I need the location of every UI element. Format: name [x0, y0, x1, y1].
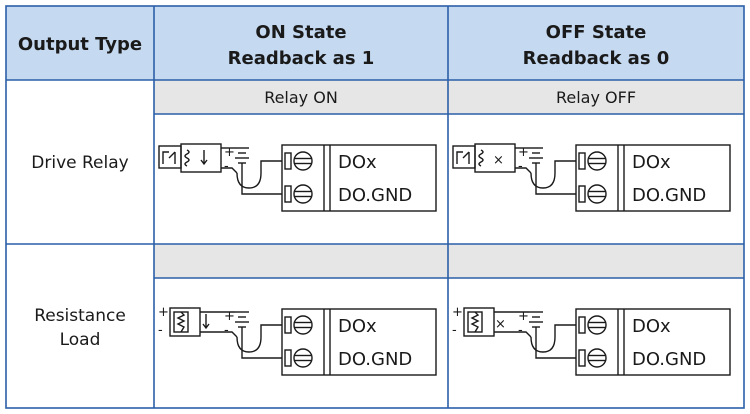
relay-off-diagram-supply-minus: - — [518, 159, 523, 174]
relay-off-diagram-no-current-icon: × — [493, 153, 504, 168]
relay-on-diagram-screw-dox-icon — [293, 151, 313, 171]
relay-off-diagram-screw-dox-slot — [578, 152, 586, 170]
load-off-diagram-terminal-dox-label: DOx — [632, 316, 671, 337]
load-off-diagram-terminal-gnd-label: DO.GND — [632, 349, 706, 370]
relay-on-diagram-wire-dox — [236, 160, 282, 189]
load-off-diagram-load-minus: - — [452, 323, 457, 338]
relay-off-diagram-wire-minus — [515, 167, 532, 174]
load-on-diagram-supply-plus: + — [224, 309, 235, 324]
header-output-type: Output Type — [18, 34, 142, 55]
load-on-diagram-resistor-icon — [176, 311, 186, 333]
header-on-state: ON State — [255, 22, 346, 43]
off-label-bg-row2 — [448, 244, 744, 278]
header-off-readback: Readback as 0 — [523, 48, 670, 69]
load-off-diagram-screw-gnd-icon — [587, 348, 607, 368]
load-off-diagram-screw-dox-slot — [578, 316, 586, 334]
load-on-diagram-wire-gnd — [241, 333, 282, 359]
relay-off-diagram-terminal-block — [575, 144, 731, 212]
load-off-diagram-resistor-icon — [470, 311, 480, 333]
load-on-diagram-screw-dox-icon — [293, 315, 313, 335]
relay-on-diagram-screw-dox-slot — [284, 152, 292, 170]
relay-off-diagram-terminal-gnd-label: DO.GND — [632, 185, 706, 206]
row2-type-label-line1: Resistance — [34, 306, 126, 326]
row1-on-state-label: Relay ON — [264, 88, 338, 107]
table-grid — [5, 5, 745, 409]
load-off-diagram-wire-gnd — [535, 333, 576, 359]
load-on-diagram-wire-minus — [200, 331, 238, 338]
load-on-diagram-screw-dox-slot — [284, 316, 292, 334]
load-on-diagram-terminal-block — [281, 308, 437, 376]
load-off-diagram-load-box — [463, 307, 495, 337]
relay-off-diagram-relay-coil-box — [474, 143, 516, 173]
relay-off-diagram-screw-gnd-slot — [578, 185, 586, 203]
relay-off-diagram-wire-gnd — [535, 169, 576, 195]
on-label-bg-row2 — [154, 244, 448, 278]
load-on-diagram-supply-minus: - — [224, 323, 229, 338]
load-off-diagram-load-plus: + — [452, 305, 463, 320]
relay-off-diagram-relay-coil-icon — [478, 149, 484, 167]
relay-off-diagram-screw-gnd-icon — [587, 184, 607, 204]
load-off-diagram-screw-gnd-slot — [578, 349, 586, 367]
relay-on-diagram-terminal-dox-label: DOx — [338, 152, 377, 173]
relay-off-diagram-wire-dox — [530, 160, 576, 189]
load-on-diagram-load-box — [169, 307, 201, 337]
load-on-diagram-load-plus: + — [158, 305, 169, 320]
relay-on-diagram-relay-coil-icon — [184, 149, 190, 167]
header-row-bg — [6, 6, 744, 80]
relay-on-diagram-current-flow-icon — [200, 150, 208, 166]
relay-on-diagram-supply-minus: - — [224, 159, 229, 174]
load-on-diagram-terminal-dox-label: DOx — [338, 316, 377, 337]
load-on-diagram-screw-gnd-icon — [293, 348, 313, 368]
load-off-diagram-supply-minus: - — [518, 323, 523, 338]
row2-type-label-line2: Load — [60, 330, 101, 350]
relay-on-diagram-terminal-block — [281, 144, 437, 212]
header-on-readback: Readback as 1 — [228, 48, 375, 69]
load-on-diagram-terminal-gnd-label: DO.GND — [338, 349, 412, 370]
load-on-diagram-wire-dox — [236, 324, 282, 353]
on-label-bg-row1 — [154, 80, 448, 114]
row1-type-label: Drive Relay — [31, 153, 128, 173]
relay-on-diagram-relay-coil-box — [180, 143, 222, 173]
relay-off-diagram-supply-plus: + — [518, 145, 529, 160]
load-off-diagram-supply-plus: + — [518, 309, 529, 324]
load-off-diagram-wire-minus — [494, 331, 532, 338]
relay-off-diagram-terminal-dox-label: DOx — [632, 152, 671, 173]
row1-off-state-label: Relay OFF — [556, 88, 636, 107]
load-on-diagram-current-flow-icon — [202, 314, 210, 330]
relay-off-diagram-relay-contact-icon — [456, 151, 470, 164]
relay-off-diagram-screw-dox-icon — [587, 151, 607, 171]
load-off-diagram-no-current-icon: × — [495, 317, 506, 332]
relay-on-diagram-relay-contact-icon — [162, 151, 176, 164]
load-on-diagram-screw-gnd-slot — [284, 349, 292, 367]
relay-on-diagram-screw-gnd-slot — [284, 185, 292, 203]
relay-on-diagram-supply-plus: + — [224, 145, 235, 160]
relay-on-diagram-wire-minus — [221, 167, 238, 174]
load-off-diagram-terminal-block — [575, 308, 731, 376]
load-off-diagram-wire-dox — [530, 324, 576, 353]
header-off-state: OFF State — [546, 22, 647, 43]
load-on-diagram-load-minus: - — [158, 323, 163, 338]
relay-on-diagram-wire-gnd — [241, 169, 282, 195]
load-off-diagram-screw-dox-icon — [587, 315, 607, 335]
relay-on-diagram-screw-gnd-icon — [293, 184, 313, 204]
off-label-bg-row1 — [448, 80, 744, 114]
relay-on-diagram-terminal-gnd-label: DO.GND — [338, 185, 412, 206]
